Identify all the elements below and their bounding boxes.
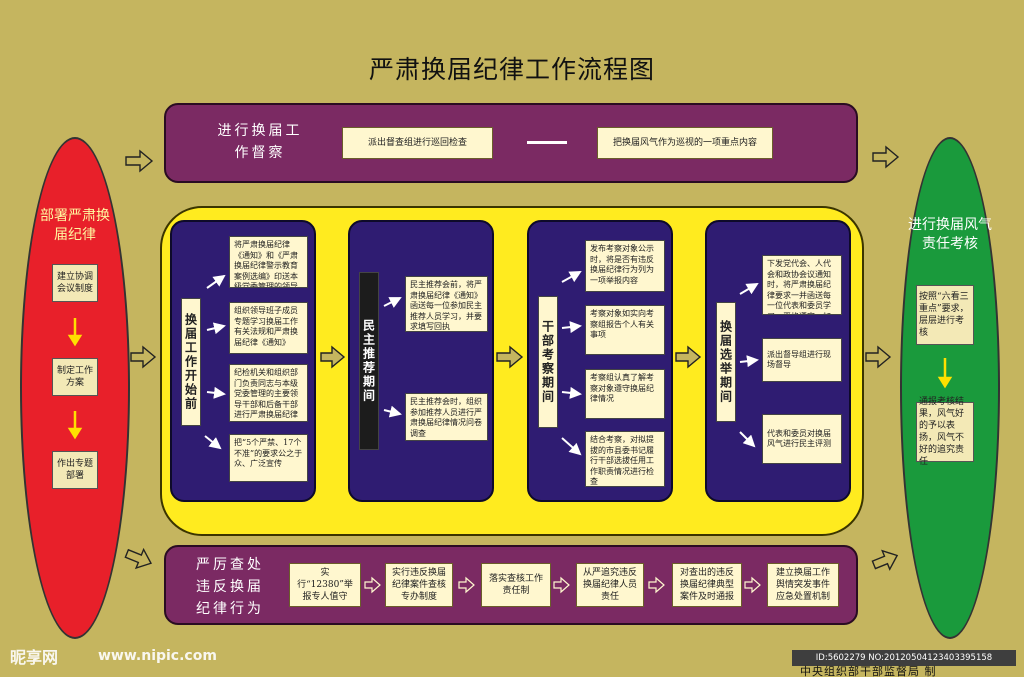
- inspection-item-1: 发布考察对象公示时，将是否有违反换届纪律行为列为一项举报内容: [585, 240, 665, 292]
- punishment-item-3: 落实查核工作责任制: [481, 563, 551, 607]
- assessment-box-1: 按照“六看三重点”要求，层层进行考核: [916, 285, 974, 345]
- inspection-item-2: 考察对象如实向考察组报告个人有关事项: [585, 305, 665, 355]
- punishment-item-6: 建立换届工作舆情突发事件应急处置机制: [767, 563, 839, 607]
- before-election-item-4: 把“5个严禁、17个不准”的要求公之于众、广泛宣传: [229, 434, 308, 482]
- block-arrow-mid-right: [865, 345, 892, 369]
- phase-label-voting: 换届选举期间: [716, 302, 736, 422]
- block-arrow-bottom-left: [124, 547, 152, 570]
- assessment-box-2: 通报考核结果，风气好的予以表扬，风气不好的追究责任: [916, 397, 974, 467]
- block-arrow-top-right: [872, 145, 900, 169]
- phase-label-inspection: 干部考察期间: [538, 296, 558, 428]
- before-election-item-3: 纪检机关和组织部门负责同志与本级党委管理的主要领导干部和后备干部进行严肃换届纪律…: [229, 364, 308, 422]
- block-arrow-mid-left: [130, 345, 157, 369]
- punishment-item-2: 实行违反换届纪律案件查核专办制度: [385, 563, 453, 607]
- supervision-connector: [527, 141, 567, 144]
- supervision-box-2: 把换届风气作为巡视的一项重点内容: [597, 127, 773, 159]
- page-title: 严肃换届纪律工作流程图: [368, 55, 655, 84]
- voting-item-3: 代表和委员对换届风气进行民主评测: [762, 414, 842, 464]
- watermark-url: www.nipic.com: [98, 648, 217, 664]
- punishment-band-label: 严厉查处违反换届纪律行为: [196, 557, 264, 617]
- supervision-box-1: 派出督查组进行巡回检查: [342, 127, 493, 159]
- assessment-ellipse: [900, 137, 1000, 639]
- watermark-logo: 昵享网: [10, 648, 59, 667]
- assessment-ellipse-title: 进行换届风气责任考核: [908, 217, 992, 252]
- deploy-step-2: 制定工作方案: [52, 358, 98, 396]
- punishment-item-5: 对查出的违反换届纪律典型案件及时通报: [672, 563, 742, 607]
- block-arrow-bottom-right: [871, 549, 899, 571]
- deploy-ellipse-title: 部署严肃换届纪律: [40, 208, 110, 243]
- punishment-item-1: 实行“12380”举报专人值守: [289, 563, 361, 607]
- deploy-step-3: 作出专题部署: [52, 451, 98, 489]
- deploy-step-1: 建立协调会议制度: [52, 264, 98, 302]
- recommendation-item-2: 民主推荐会时，组织参加推荐人员进行严肃换届纪律情况问卷调查: [405, 393, 488, 441]
- voting-item-1: 下发党代会、人代会和政协会议通知时，将严肃换届纪律要求一并函送每一位代表和委员学…: [762, 255, 842, 315]
- voting-item-2: 派出督导组进行现场督导: [762, 338, 842, 382]
- phase-label-before-election: 换届工作开始前: [181, 298, 201, 426]
- inspection-item-4: 结合考察，对拟提拔的市县委书记履行干部选拔任用工作职责情况进行检查: [585, 431, 665, 487]
- before-election-item-1: 将严肃换届纪律《通知》和《严肃换届纪律警示教育案例选编》印送本级党委管理的领导干…: [229, 236, 308, 288]
- block-arrow-top-left: [125, 149, 154, 173]
- recommendation-item-1: 民主推荐会前，将严肃换届纪律《通知》函送每一位参加民主推荐人员学习，并要求填写回…: [405, 276, 488, 332]
- punishment-item-4: 从严追究违反换届纪律人员责任: [576, 563, 644, 607]
- inspection-item-3: 考察组认真了解考察对象遵守换届纪律情况: [585, 369, 665, 419]
- phase-label-recommendation: 民主推荐期间: [359, 272, 379, 450]
- before-election-item-2: 组织领导班子成员专题学习换届工作有关法规和严肃换届纪律《通知》: [229, 302, 308, 354]
- credit-line: 中央组织部干部监督局 制: [800, 665, 937, 677]
- supervision-band-label: 进行换届工作督察: [217, 123, 303, 161]
- image-id-line: ID:5602279 NO:20120504123403395158: [792, 650, 1016, 666]
